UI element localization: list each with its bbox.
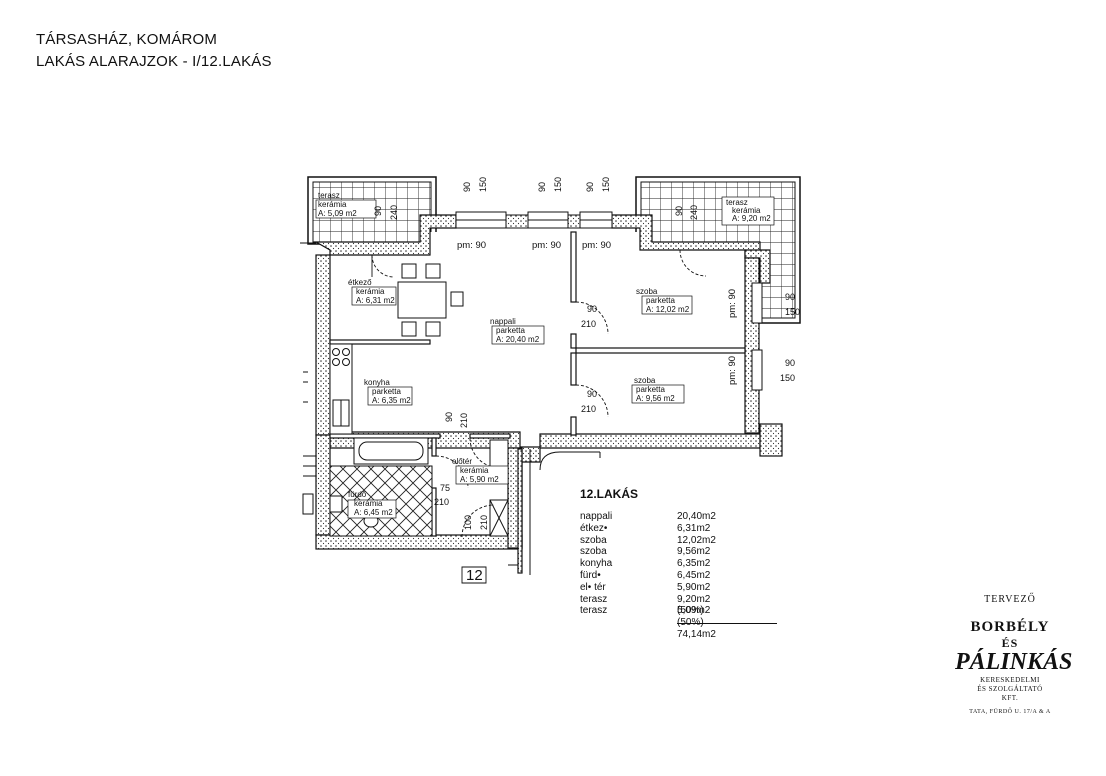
designer-stamp: TERVEZŐ BORBÉLY ÉS PÁLINKÁS KERESKEDELMI… [955,594,1073,715]
szoba1-name: szoba [636,287,658,296]
designer-sub-1: KERESKEDELMI [980,676,1040,684]
dim-90-d: 90 [373,206,383,216]
szoba2-area: A: 9,56 m2 [636,394,675,403]
pm-label-1: pm: 90 [457,240,486,251]
nappali-name: nappali [490,317,516,326]
dim-210-d: 210 [434,497,449,507]
summary-row: étkez•6,31m2 [580,522,711,534]
pm-label-2: pm: 90 [532,240,561,251]
apartment-marker: 12 [461,566,487,584]
designer-sub-2: ÉS SZOLGÁLTATÓ [977,685,1043,693]
kitchen-counter [329,343,353,435]
szoba2-name: szoba [634,376,656,385]
dim-90-c: 90 [585,182,595,192]
closet [489,439,509,537]
dim-90-f: 90 [587,304,597,314]
dim-150-c: 150 [601,177,611,192]
eloter-area: A: 5,90 m2 [460,475,499,484]
designer-name-1: BORBÉLY [970,619,1050,635]
dim-210-c: 210 [459,413,469,428]
terrace-left [307,176,437,245]
konyha-name: konyha [364,378,390,387]
pm-label-4: pm: 90 [727,289,738,318]
nappali-area: A: 20,40 m2 [496,335,540,344]
dim-75: 75 [440,483,450,493]
designer-label: TERVEZŐ [984,594,1036,605]
dim-90-g: 90 [587,389,597,399]
dim-90-a: 90 [462,182,472,192]
dim-90-h: 90 [444,412,454,422]
dim-240-b: 240 [689,205,699,220]
bathroom [329,437,433,537]
furdo-area: A: 6,45 m2 [354,508,393,517]
summary-row: fürd•6,45m2 [580,569,711,581]
konyha-floor: parketta [372,387,401,396]
terrace-left-floor: kerámia [318,200,347,209]
dim-90-j: 90 [785,358,795,368]
terrace-right-floor: kerámia [732,206,761,215]
summary-title: 12.LAKÁS [580,487,639,501]
top-windows [455,211,763,391]
apartment-number: 12 [466,567,483,584]
pm-label-5: pm: 90 [727,356,738,385]
dim-90-b: 90 [537,182,547,192]
dim-150-a: 150 [478,177,488,192]
dim-240-a: 240 [389,205,399,220]
furdo-floor: kerámia [354,499,383,508]
designer-name-2: ÉS [1001,636,1019,650]
szoba1-area: A: 12,02 m2 [646,305,690,314]
terrace-right-area: A: 9,20 m2 [732,214,771,223]
dim-210-a: 210 [581,319,596,329]
szoba1-floor: parketta [646,296,675,305]
pm-labels: pm: 90 pm: 90 pm: 90 pm: 90 pm: 90 [457,240,738,385]
designer-name-3: PÁLINKÁS [955,649,1073,675]
partition-walls [329,231,746,537]
dim-100: 100 [463,515,473,530]
dim-150-e: 150 [780,373,795,383]
etkezo-name: étkező [348,278,372,287]
dining-set [397,263,464,337]
outer-walls [313,214,783,574]
dim-90-i: 90 [785,292,795,302]
dim-150-d: 150 [785,307,800,317]
dim-150-b: 150 [553,177,563,192]
project-title: TÁRSASHÁZ, KOMÁROM [36,31,218,48]
etkezo-area: A: 6,31 m2 [356,296,395,305]
room-labels: terasz kerámia A: 5,09 m2 terasz kerámia… [318,191,771,517]
designer-sub-3: KFT. [1001,694,1019,702]
konyha-area: A: 6,35 m2 [372,396,411,405]
nappali-floor: parketta [496,326,525,335]
dim-210-b: 210 [581,404,596,414]
dim-210-e: 210 [479,515,489,530]
terrace-right-name: terasz [726,198,748,207]
total-rule [677,623,777,624]
dimension-labels: 90 150 90 150 90 150 90 240 90 240 90 21… [373,177,800,530]
pm-label-3: pm: 90 [582,240,611,251]
designer-address: TATA, FÜRDŐ U. 17/A & A [969,709,1051,715]
etkezo-floor: kerámia [356,287,385,296]
szoba2-floor: parketta [636,385,665,394]
eloter-name: előtér [452,457,472,466]
dim-90-e: 90 [674,206,684,216]
furdo-name: fürdő [348,490,367,499]
eloter-floor: kerámia [460,466,489,475]
sheet-subtitle: LAKÁS ALARAJZOK - I/12.LAKÁS [36,53,272,70]
terrace-left-name: terasz [318,191,340,200]
neighbor-fragments [300,242,601,575]
terrace-left-area: A: 5,09 m2 [318,209,357,218]
summary-total: 74,14m2 [677,629,716,640]
